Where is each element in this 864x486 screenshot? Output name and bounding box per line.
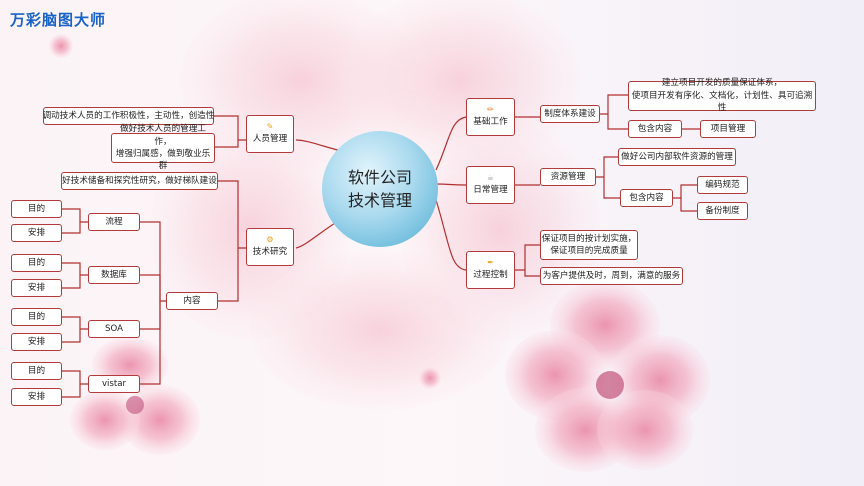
node-internal-resources[interactable]: 做好公司内部软件资源的管理 xyxy=(618,148,736,166)
flower-small-top xyxy=(49,34,73,58)
node-label: vistar xyxy=(101,378,127,389)
node-backup-policy[interactable]: 备份制度 xyxy=(697,202,748,220)
node-personnel-management[interactable]: ✎ 人员管理 xyxy=(246,115,294,153)
node-label: 目的 xyxy=(27,257,46,268)
node-label: 目的 xyxy=(27,203,46,214)
node-label: 好技术储备和探究性研究，做好梯队建设 xyxy=(62,175,217,186)
node-label: 安排 xyxy=(27,227,46,238)
central-topic[interactable]: 软件公司 技术管理 xyxy=(322,131,438,247)
node-tech-reserve[interactable]: 好技术储备和探究性研究，做好梯队建设 xyxy=(61,172,218,190)
node-item-arrangement[interactable]: 安排 xyxy=(11,388,62,406)
node-label: 安排 xyxy=(27,391,46,402)
node-daily-management[interactable]: ☕ 日常管理 xyxy=(466,166,515,204)
node-label: 过程控制 xyxy=(473,270,508,281)
node-label-line1: 保证项目的按计划实施， xyxy=(541,233,637,244)
flower-bottom-left xyxy=(70,337,200,455)
background-flower-large xyxy=(150,0,600,410)
node-group-vistar[interactable]: vistar xyxy=(88,375,140,393)
node-label: 流程 xyxy=(105,216,123,227)
node-item-arrangement[interactable]: 安排 xyxy=(11,279,62,297)
node-base-work[interactable]: ✏ 基础工作 xyxy=(466,98,515,136)
node-label-line2: 使项目开发有序化、文档化，计划性、具可追溯性 xyxy=(631,90,813,114)
node-label: SOA xyxy=(105,323,123,334)
node-label: 目的 xyxy=(27,365,46,376)
node-label: 项目管理 xyxy=(710,123,746,134)
node-label: 人员管理 xyxy=(252,134,288,145)
node-label: 包含内容 xyxy=(637,123,673,134)
node-motivate-staff[interactable]: 调动技术人员的工作积极性，主动性，创造性 xyxy=(43,107,214,125)
node-label: 基础工作 xyxy=(473,117,508,128)
node-label: 安排 xyxy=(27,282,46,293)
node-label-line2: 保证项目的完成质量 xyxy=(550,246,628,256)
node-label: 目的 xyxy=(27,311,46,322)
node-customer-service[interactable]: 为客户提供及时，周到，满意的服务 xyxy=(540,267,683,285)
node-item-purpose[interactable]: 目的 xyxy=(11,362,62,380)
node-item-purpose[interactable]: 目的 xyxy=(11,308,62,326)
node-coding-standard[interactable]: 编码规范 xyxy=(697,176,748,194)
node-system-building[interactable]: 制度体系建设 xyxy=(540,105,600,123)
node-label: 安排 xyxy=(27,336,46,347)
node-quality-system[interactable]: 建立项目开发的质量保证体系， 使项目开发有序化、文档化，计划性、具可追溯性 xyxy=(628,78,816,113)
hand-icon: ✎ xyxy=(266,122,274,132)
central-topic-line1: 软件公司 xyxy=(347,167,412,187)
node-label-line1: 建立项目开发的质量保证体系， xyxy=(661,78,783,89)
node-label-line2: 增强归属感，做到敬业乐群 xyxy=(115,149,211,172)
node-label: 为客户提供及时，周到，满意的服务 xyxy=(542,270,681,281)
node-process-control[interactable]: ✒ 过程控制 xyxy=(466,251,515,289)
pen-icon: ✒ xyxy=(487,258,494,268)
flower-bottom-right xyxy=(505,280,710,472)
node-content[interactable]: 内容 xyxy=(166,292,218,310)
flower-small-middle xyxy=(419,367,441,389)
node-project-management[interactable]: 项目管理 xyxy=(700,120,756,138)
node-item-arrangement[interactable]: 安排 xyxy=(11,224,62,242)
cup-icon: ☕ xyxy=(486,173,495,183)
node-contains-base[interactable]: 包含内容 xyxy=(628,120,682,138)
node-label: 备份制度 xyxy=(705,205,740,216)
node-label: 制度体系建设 xyxy=(544,108,596,119)
central-topic-line2: 技术管理 xyxy=(347,191,412,210)
node-item-purpose[interactable]: 目的 xyxy=(11,200,62,218)
node-group-soa[interactable]: SOA xyxy=(88,320,140,338)
node-group-process[interactable]: 流程 xyxy=(88,213,140,231)
pencil-icon: ✏ xyxy=(487,105,494,115)
node-label: 数据库 xyxy=(101,269,127,280)
node-label: 包含内容 xyxy=(629,192,664,203)
node-contains-daily[interactable]: 包含内容 xyxy=(620,189,673,207)
node-label: 做好公司内部软件资源的管理 xyxy=(621,151,733,162)
node-label: 内容 xyxy=(183,295,201,306)
node-tech-research[interactable]: ⚙ 技术研究 xyxy=(246,228,294,266)
gear-icon: ⚙ xyxy=(266,235,274,245)
node-item-purpose[interactable]: 目的 xyxy=(11,254,62,272)
node-plan-quality[interactable]: 保证项目的按计划实施， 保证项目的完成质量 xyxy=(540,230,638,260)
node-label: 编码规范 xyxy=(705,179,740,190)
node-label: 技术研究 xyxy=(252,247,288,258)
node-manage-staff[interactable]: 做好技术人员的管理工作， 增强归属感，做到敬业乐群 xyxy=(111,124,215,171)
node-group-database[interactable]: 数据库 xyxy=(88,266,140,284)
app-logo-title: 万彩脑图大师 xyxy=(10,11,107,29)
node-label: 日常管理 xyxy=(473,185,508,196)
node-label-line1: 做好技术人员的管理工作， xyxy=(120,124,206,147)
node-resource-management[interactable]: 资源管理 xyxy=(540,168,596,186)
node-label: 资源管理 xyxy=(550,171,586,182)
node-label: 调动技术人员的工作积极性，主动性，创造性 xyxy=(42,110,215,121)
node-item-arrangement[interactable]: 安排 xyxy=(11,333,62,351)
